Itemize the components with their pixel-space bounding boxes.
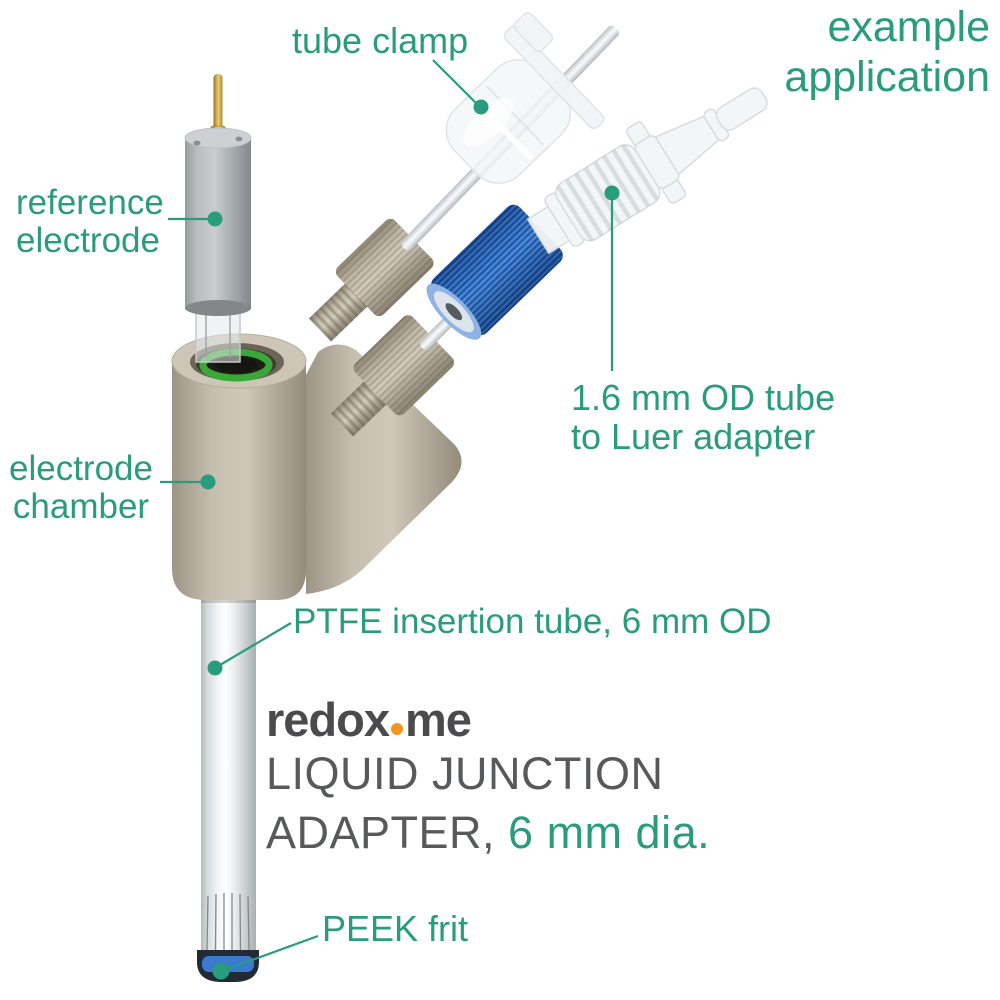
logo-text-1: redox — [266, 693, 390, 746]
product-title-line2: ADAPTER, 6 mm dia. — [266, 807, 711, 858]
callout-tube-clamp: tube clamp — [292, 20, 469, 61]
tube-clamp-part — [445, 12, 605, 184]
ptfe-insertion-tube-part — [197, 594, 259, 982]
leader-peek-frit — [229, 934, 319, 970]
electrode-pin — [213, 74, 223, 134]
callout-luer-adapter: 1.6 mm OD tube to Luer adapter — [571, 377, 836, 457]
product-title-line1: LIQUID JUNCTION — [266, 748, 664, 799]
callout-dots — [200, 99, 620, 980]
leader-tube-clamp — [432, 59, 477, 104]
callout-reference-electrode: reference electrode — [16, 183, 164, 260]
corner-note-line1: example — [827, 3, 990, 51]
reference-electrode-part — [184, 74, 252, 316]
product-title: LIQUID JUNCTION ADAPTER, 6 mm dia. — [266, 744, 710, 862]
corner-note: example application — [784, 2, 990, 102]
callout-electrode-chamber: electrode chamber — [9, 449, 153, 526]
corner-note-line2: application — [784, 53, 990, 101]
peek-frit-lines — [206, 893, 250, 951]
logo-dot-icon — [391, 723, 403, 735]
blue-fitting-part — [426, 204, 563, 340]
callout-peek-frit: PEEK frit — [322, 908, 469, 949]
leader-ptfe-tube — [219, 622, 292, 666]
callout-leaders — [160, 59, 614, 970]
product-size-highlight: 6 mm dia. — [508, 807, 711, 858]
callout-ptfe-tube: PTFE insertion tube, 6 mm OD — [293, 602, 772, 641]
logo-text-2: me — [405, 693, 472, 746]
